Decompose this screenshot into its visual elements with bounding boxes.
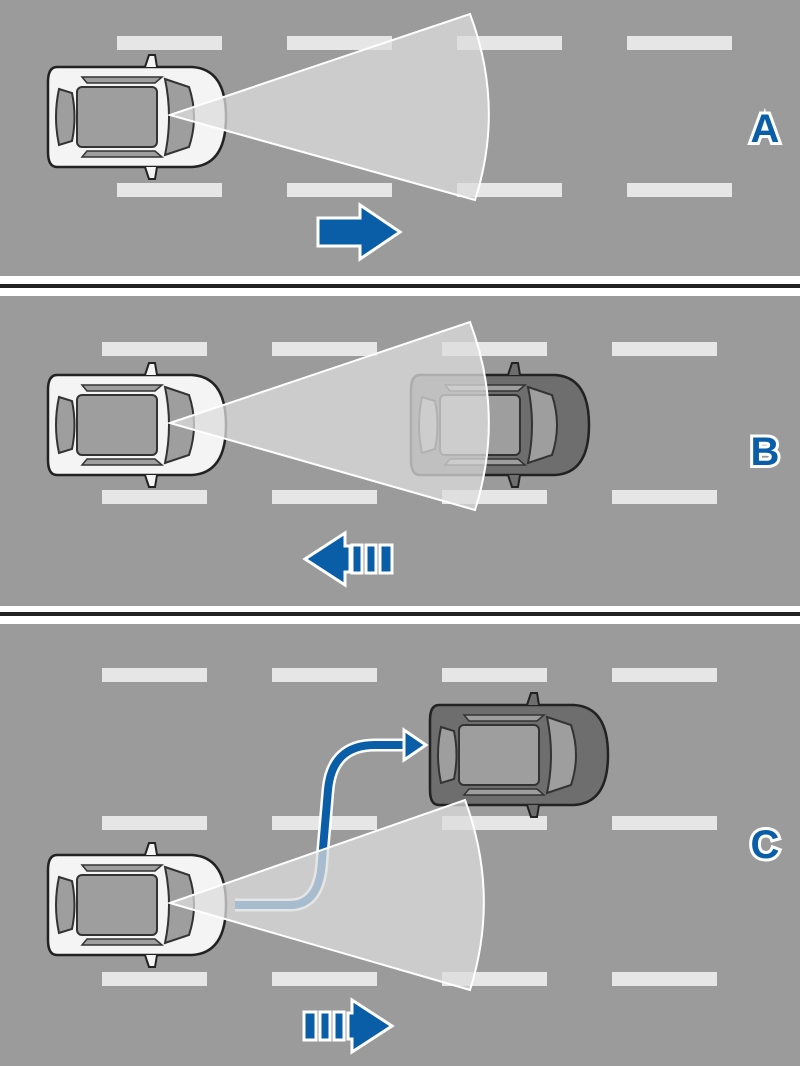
panel-c: C: [46, 668, 782, 1055]
panel-label: A: [751, 107, 780, 151]
sensor-cone: [166, 12, 490, 202]
sensor-cone: [166, 798, 485, 992]
arrow-right-icon: [316, 202, 403, 262]
panel-a: A: [46, 12, 782, 262]
sensor-cone: [166, 320, 490, 512]
arrow-left-dashed-icon: [302, 530, 394, 588]
path-arrowhead-icon: [402, 727, 429, 763]
separator-line: [0, 284, 800, 288]
panel-b: B: [46, 320, 782, 588]
arrow-right-dashed-icon: [302, 997, 395, 1055]
panel-label: C: [751, 823, 780, 867]
other-car: [428, 691, 610, 819]
panel-label: B: [751, 430, 780, 474]
separator-line: [0, 612, 800, 616]
